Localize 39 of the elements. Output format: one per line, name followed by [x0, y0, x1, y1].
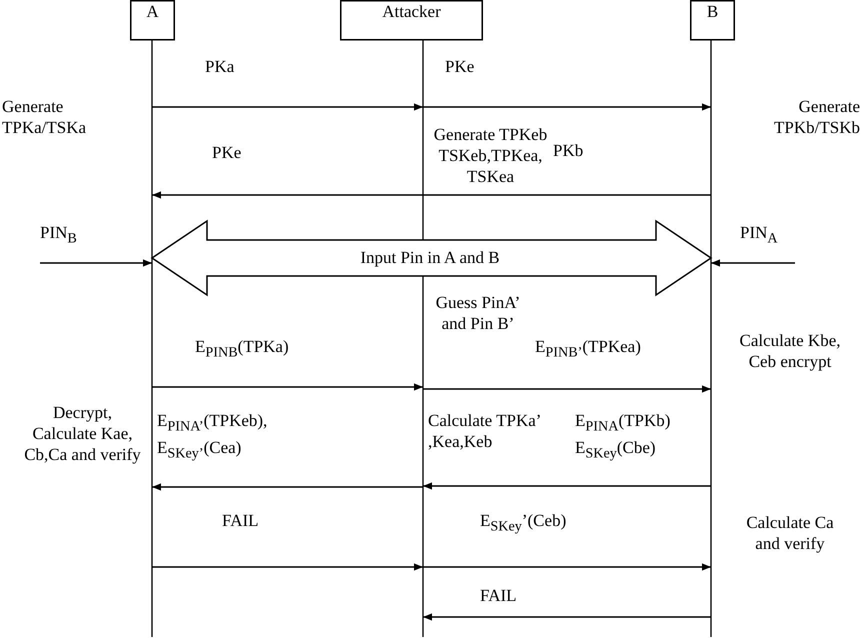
message-label: PKb: [553, 140, 584, 161]
message-arrow: [152, 483, 423, 491]
message-arrow: [152, 103, 423, 111]
note-text: Calculate TPKa’ ,Kea,Keb: [428, 410, 542, 452]
message-label: PKe: [212, 142, 242, 163]
message-arrow: [423, 613, 711, 621]
message-label: PIN$_{A}$: [740, 222, 779, 248]
note-text: Generate TPKa/TSKa: [2, 96, 88, 138]
message-arrow: [423, 103, 711, 111]
note-text: Calculate Ca and verify: [745, 512, 835, 554]
message-label: PKe: [445, 56, 476, 77]
message-label: Input Pin in A and B: [359, 247, 501, 268]
note-text: Decrypt, Calculate Kae, Cb,Ca and verify: [23, 402, 142, 465]
message-arrow: [40, 259, 152, 267]
message-label: E$_{SKey}$’(Ceb): [480, 510, 568, 536]
message-arrow: [423, 385, 711, 393]
participant-name: A: [146, 2, 159, 22]
message-label: FAIL: [222, 510, 260, 531]
message-label: E$_{PINB}$(TPKa): [195, 336, 290, 362]
participant-name: Attacker: [382, 2, 441, 22]
message-arrow: [423, 482, 711, 490]
note-text: Generate TPKb/TSKb: [773, 96, 860, 138]
participant-name: B: [706, 2, 718, 22]
participant-lifeline: [690, 0, 735, 637]
message-arrow: [152, 191, 423, 199]
note-text: Calculate Kbe, Ceb encrypt: [738, 330, 842, 372]
note-text: Generate TPKeb TSKeb,TPKea, TSKea: [432, 124, 548, 187]
message-label: PIN$_{B}$: [40, 222, 78, 248]
message-arrow: [711, 259, 795, 267]
message-label: E$_{PINA}$(TPKb) E$_{SKey}$(Cbe): [575, 410, 672, 464]
message-label: E$_{PINB’}$(TPKea): [535, 336, 642, 362]
message-arrow: [152, 563, 423, 571]
message-label: E$_{PINA’}$(TPKeb), E$_{SKey’}$(Cea): [157, 410, 268, 464]
message-label: FAIL: [480, 585, 518, 606]
note-text: Guess PinA’ and Pin B’: [434, 292, 522, 334]
double-arrow: [150, 220, 712, 296]
message-arrow: [152, 383, 423, 391]
message-label: PKa: [205, 56, 236, 77]
message-arrow: [423, 563, 711, 571]
